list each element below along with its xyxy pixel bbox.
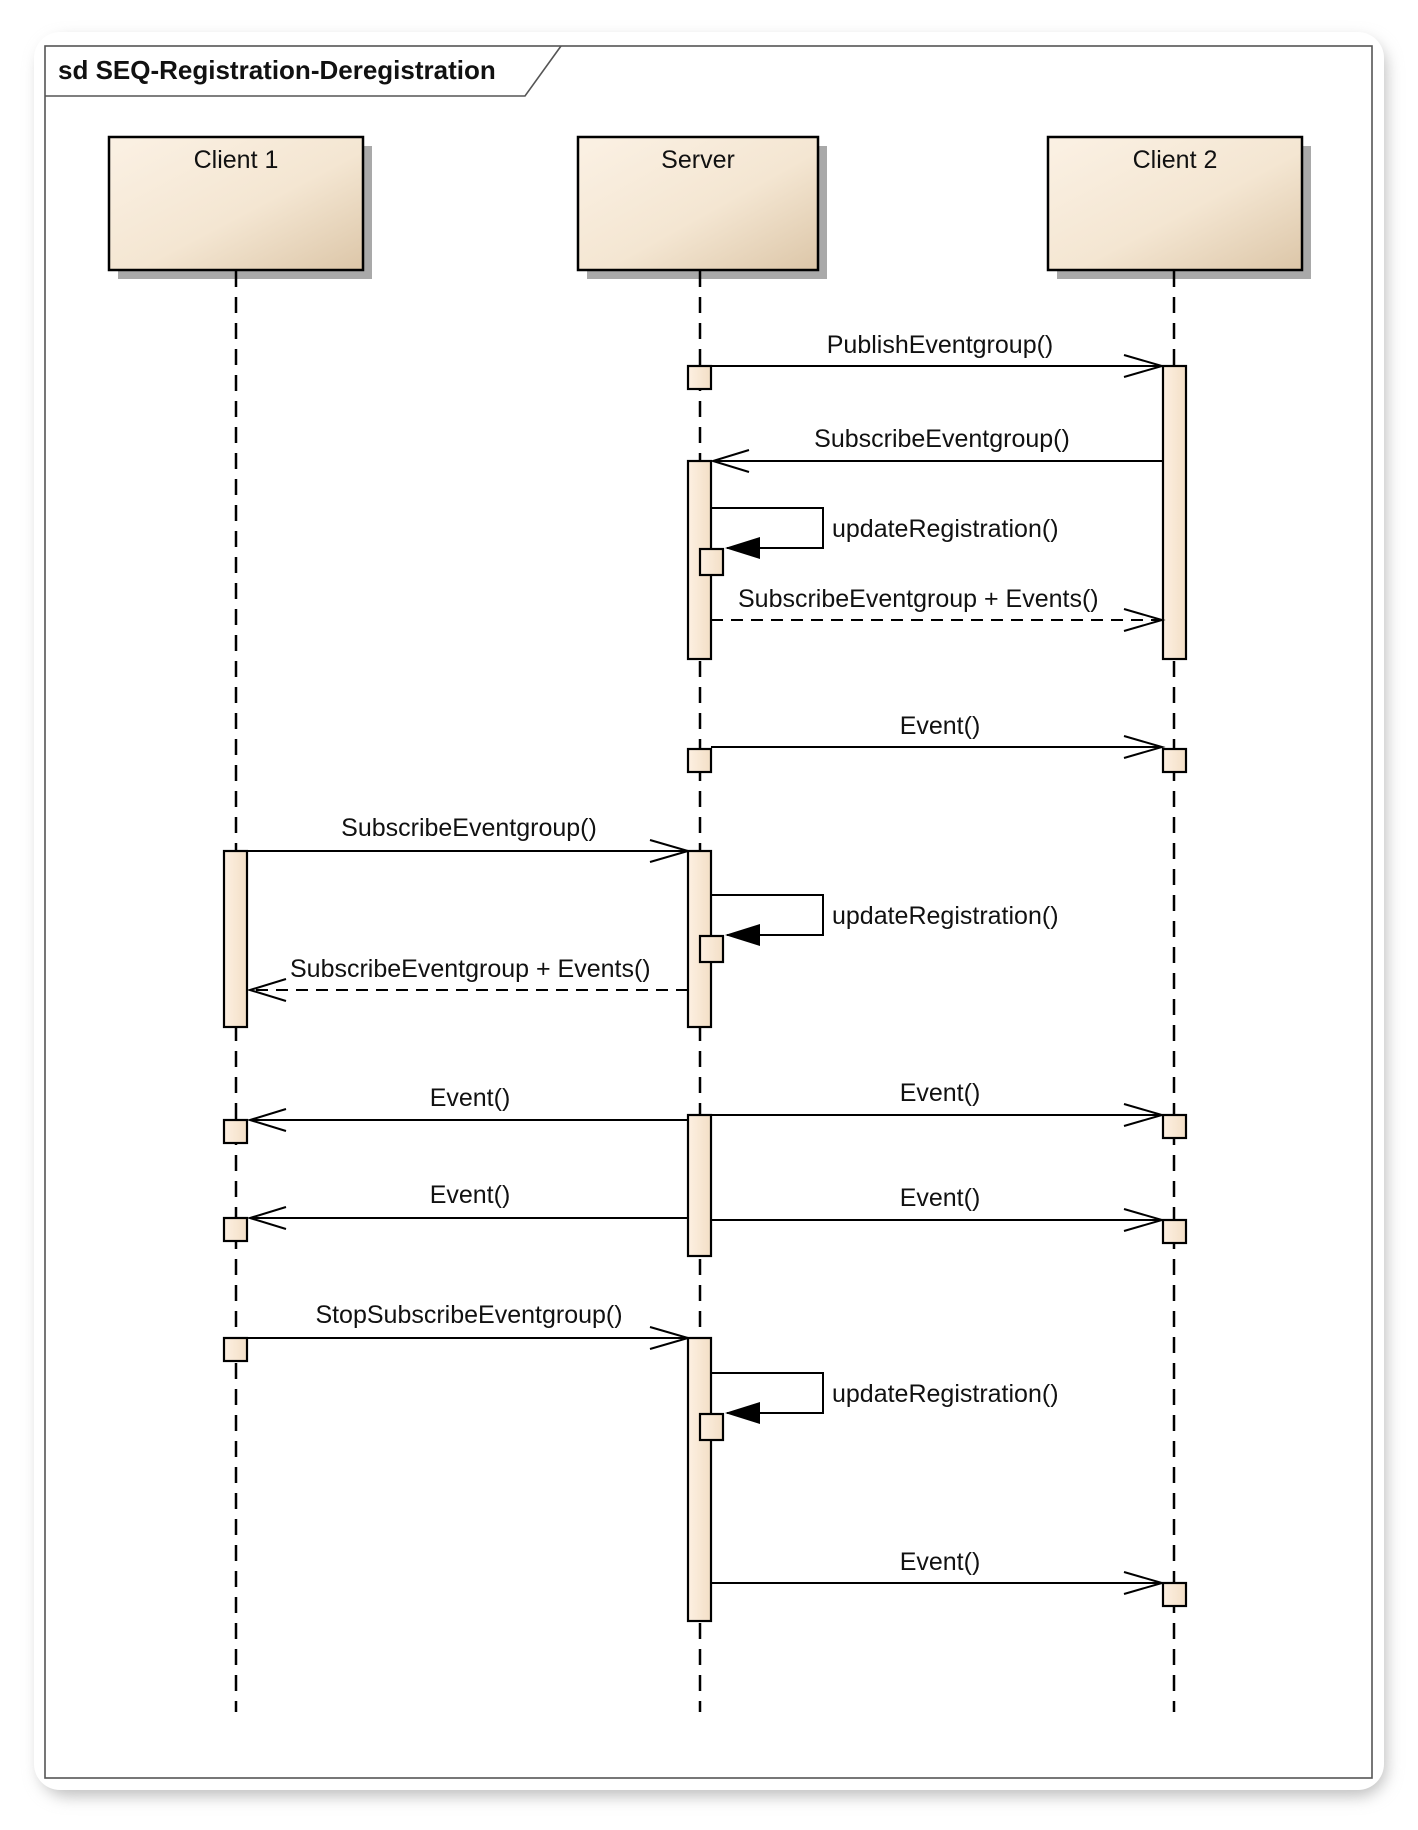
lifeline-label-server: Server xyxy=(661,146,735,174)
message-update-registration: updateRegistration() xyxy=(711,507,1059,559)
message-event: Event() xyxy=(711,1548,1166,1595)
filled-arrowhead xyxy=(725,924,760,946)
open-arrowhead xyxy=(1123,1571,1166,1595)
activation-bar-server xyxy=(686,1336,713,1623)
self-call-line xyxy=(711,1372,824,1414)
message-event: Event() xyxy=(246,1084,688,1132)
message-label: updateRegistration() xyxy=(832,1380,1059,1408)
message-label: PublishEventgroup() xyxy=(827,331,1054,359)
message-update-registration: updateRegistration() xyxy=(711,894,1059,946)
execution-square xyxy=(1161,747,1188,774)
execution-square xyxy=(1161,1218,1188,1245)
open-arrowhead xyxy=(246,1108,287,1132)
open-arrowhead xyxy=(1123,354,1166,378)
execution-square xyxy=(698,934,725,964)
execution-square xyxy=(222,1216,249,1243)
diagram-frame xyxy=(44,45,1373,1779)
lifeline-client-1-header: Client 1 xyxy=(107,135,372,279)
message-label: Event() xyxy=(900,1079,981,1107)
message-label: updateRegistration() xyxy=(832,902,1059,930)
message-stop-subscribe-eventgroup: StopSubscribeEventgroup() xyxy=(247,1301,692,1350)
message-label: Event() xyxy=(430,1084,511,1112)
message-label: updateRegistration() xyxy=(832,515,1059,543)
frame-title: sd SEQ-Registration-Deregistration xyxy=(58,55,496,85)
message-label: Event() xyxy=(900,712,981,740)
open-arrowhead xyxy=(1123,1208,1166,1232)
execution-square xyxy=(222,1118,249,1145)
self-call-line xyxy=(711,507,824,549)
filled-arrowhead xyxy=(725,537,760,559)
message-event: Event() xyxy=(711,1079,1166,1127)
activation-bar-client-2 xyxy=(1161,364,1188,661)
message-subscribe-eventgroup: SubscribeEventgroup() xyxy=(247,814,692,863)
open-arrowhead xyxy=(1123,1103,1166,1127)
open-arrowhead xyxy=(246,978,287,1002)
message-label: StopSubscribeEventgroup() xyxy=(315,1301,622,1329)
lifeline-label-client-2: Client 2 xyxy=(1133,146,1218,174)
self-call-line xyxy=(711,894,824,936)
open-arrowhead xyxy=(649,839,692,863)
message-subscribe-return: SubscribeEventgroup + Events() xyxy=(246,955,688,1002)
filled-arrowhead xyxy=(725,1402,760,1424)
message-event: Event() xyxy=(246,1181,688,1230)
lifeline-server-header: Server xyxy=(576,135,827,279)
lifeline-box xyxy=(576,135,820,272)
open-arrowhead xyxy=(649,1326,692,1350)
message-label: SubscribeEventgroup + Events() xyxy=(290,955,651,983)
open-arrowhead xyxy=(246,1206,287,1230)
message-label: Event() xyxy=(900,1548,981,1576)
execution-square xyxy=(698,547,725,577)
message-label: Event() xyxy=(430,1181,511,1209)
message-update-registration: updateRegistration() xyxy=(711,1372,1059,1424)
message-label: SubscribeEventgroup + Events() xyxy=(738,585,1099,613)
message-subscribe-return: SubscribeEventgroup + Events() xyxy=(711,585,1166,632)
lifeline-box xyxy=(107,135,365,272)
message-label: SubscribeEventgroup() xyxy=(814,425,1070,453)
message-subscribe-eventgroup: SubscribeEventgroup() xyxy=(709,425,1163,473)
execution-square xyxy=(698,1412,725,1442)
activation-bar-client-1 xyxy=(222,849,249,1029)
lifeline-label-client-1: Client 1 xyxy=(194,146,279,174)
open-arrowhead xyxy=(1123,735,1166,759)
message-label: Event() xyxy=(900,1184,981,1212)
frame-title-tab xyxy=(45,45,562,97)
lifeline-box xyxy=(1046,135,1304,272)
execution-square xyxy=(686,747,713,774)
execution-square xyxy=(222,1336,249,1363)
execution-square xyxy=(686,364,713,391)
execution-square xyxy=(1161,1113,1188,1140)
message-publish-eventgroup: PublishEventgroup() xyxy=(711,331,1166,378)
message-label: SubscribeEventgroup() xyxy=(341,814,597,842)
open-arrowhead xyxy=(1123,608,1166,632)
activation-bar-server xyxy=(686,1113,713,1258)
open-arrowhead xyxy=(709,449,750,473)
message-event: Event() xyxy=(711,712,1166,759)
message-event: Event() xyxy=(711,1184,1166,1232)
lifeline-client-2-header: Client 2 xyxy=(1046,135,1311,279)
execution-square xyxy=(1161,1581,1188,1608)
